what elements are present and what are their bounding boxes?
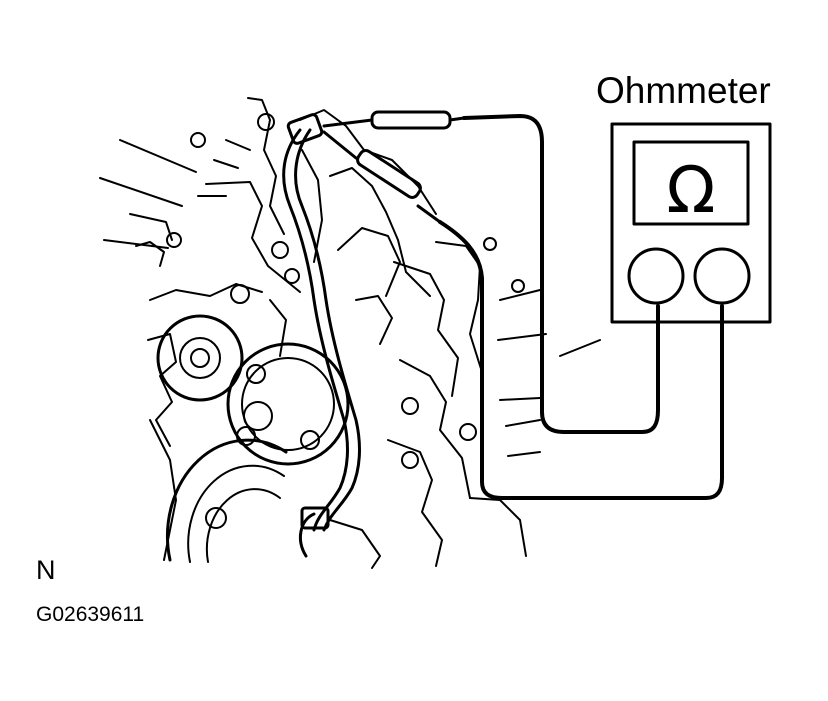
meter-leads [438, 114, 724, 500]
ohmmeter-jack-right [693, 247, 751, 305]
ohmmeter: Ω [610, 122, 772, 324]
ohm-symbol: Ω [667, 154, 716, 228]
ohmmeter-display [632, 140, 750, 226]
ohmmeter-jack-left [627, 247, 685, 305]
ohmmeter-body [610, 122, 772, 324]
ohmmeter-label: Ohmmeter [596, 70, 771, 111]
figure-code: G02639611 [36, 603, 145, 626]
test-probes [322, 110, 466, 224]
view-letter: N [36, 555, 56, 585]
sensor-harness [282, 113, 361, 558]
engine-assembly [99, 97, 601, 569]
